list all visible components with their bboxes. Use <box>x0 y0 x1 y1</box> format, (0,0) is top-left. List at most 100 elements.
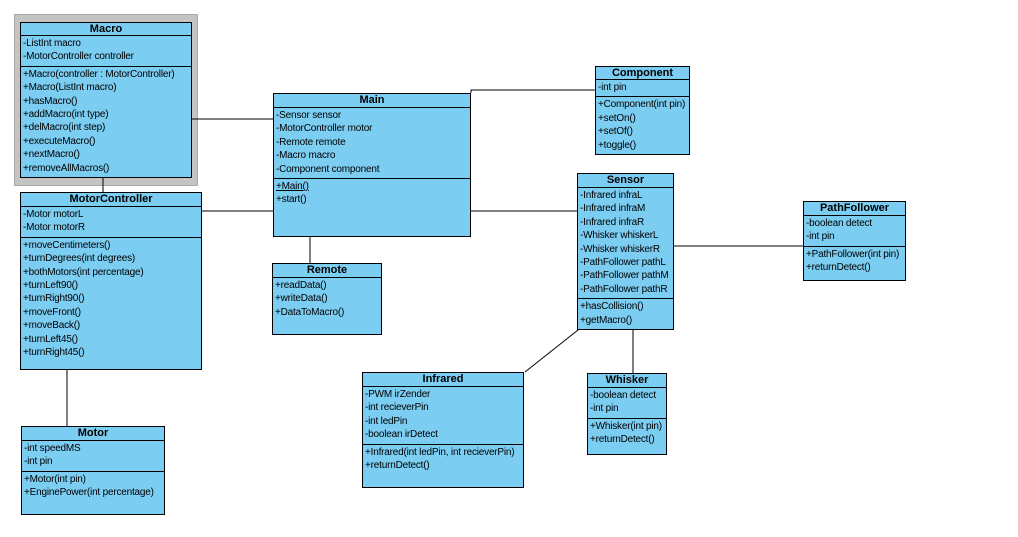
method-row: +moveBack() <box>23 320 80 332</box>
method-row: +removeAllMacros() <box>23 162 110 174</box>
attribute-row: -int speedMS <box>24 443 81 454</box>
method-row: +hasMacro() <box>23 95 78 107</box>
attribute-row: -int pin <box>806 231 835 243</box>
attribute-row: -int recieverPin <box>365 402 429 414</box>
method-row: +setOn() <box>598 112 636 124</box>
method-row: +returnDetect() <box>590 434 655 446</box>
attribute-row: -Infrared infraR <box>580 216 645 228</box>
attribute-row: -int pin <box>590 403 619 415</box>
class-title: Remote <box>273 264 381 278</box>
class-title: Sensor <box>578 174 673 188</box>
association-line-main-component[interactable] <box>470 89 595 93</box>
methods-compartment: +readData() +writeData()+DataToMacro() <box>273 278 381 334</box>
method-row: +bothMotors(int percentage) <box>23 266 144 278</box>
uml-class-motorcontroller[interactable]: MotorController-Motor motorL-Motor motor… <box>20 192 202 370</box>
methods-compartment: +Main()+start() <box>274 179 470 236</box>
method-row: +Motor(int pin) <box>24 473 86 485</box>
association-line-sensor-infrared[interactable] <box>524 329 579 373</box>
attributes-compartment: -Motor motorL -Motor motorR <box>21 207 201 238</box>
class-title: Motor <box>22 427 164 441</box>
attribute-row: -ListInt macro <box>23 37 81 49</box>
class-title: Infrared <box>363 373 523 387</box>
method-row: +writeData() <box>275 293 328 305</box>
class-title: Main <box>274 94 470 108</box>
attribute-row: -PathFollower pathL <box>580 256 666 268</box>
attribute-row: -Whisker whiskerR <box>580 243 660 255</box>
attribute-row: -Motor motorL <box>23 209 84 220</box>
attribute-row: -int pin <box>24 456 53 468</box>
attribute-row: -Motor motorR <box>23 222 85 234</box>
class-title: PathFollower <box>804 202 905 216</box>
methods-compartment: +Macro(controller : MotorController)+Mac… <box>21 67 191 177</box>
attribute-row: -boolean detect <box>590 390 656 401</box>
class-title: MotorController <box>21 193 201 207</box>
attributes-compartment: -boolean detect -int pin <box>588 388 666 419</box>
uml-class-motor[interactable]: Motor -int speedMS -int pin +Motor(int pin)… <box>21 426 165 515</box>
methods-compartment: +hasCollision()+getMacro() <box>578 299 673 329</box>
method-row: +getMacro() <box>580 314 632 326</box>
method-row: +Component(int pin) <box>598 99 686 111</box>
attribute-row: -PathFollower pathR <box>580 283 668 295</box>
method-row: +Macro(controller : MotorController) <box>23 68 175 80</box>
methods-compartment: +Motor(int pin) +EnginePower(int percenta… <box>22 472 164 514</box>
attribute-row: -int ledPin <box>365 415 408 427</box>
attribute-row: -PathFollower pathM <box>580 270 669 282</box>
uml-class-whisker[interactable]: Whisker -boolean detect -int pin +Whisker(i… <box>587 373 667 455</box>
attribute-row: -PWM irZender <box>365 389 431 400</box>
attribute-row: -Component component <box>276 163 380 175</box>
attributes-compartment: -boolean detect -int pin <box>804 216 905 247</box>
attributes-compartment: -int speedMS -int pin <box>22 441 164 472</box>
uml-class-main[interactable]: Main -Sensor sensor -MotorController motor… <box>273 93 471 237</box>
method-row: +Main() <box>276 181 309 193</box>
method-row: +hasCollision() <box>580 301 644 313</box>
method-row: +executeMacro() <box>23 135 96 147</box>
uml-class-pathfollower[interactable]: PathFollower -boolean detect -int pin +Path… <box>803 201 906 281</box>
method-row: +turnLeft90() <box>23 280 78 292</box>
attributes-compartment: -Infrared infraL-Infrared infraM-Infrare… <box>578 188 673 300</box>
attribute-row: -Remote remote <box>276 136 346 148</box>
attribute-row: -MotorController controller <box>23 51 134 63</box>
methods-compartment: +PathFollower(int pin) +returnDetect() <box>804 247 905 280</box>
methods-compartment: +Component(int pin)+setOn()+setOf()+togg… <box>596 97 689 154</box>
class-title: Macro <box>21 23 191 36</box>
method-row: +Infrared(int ledPin, int recieverPin) <box>365 446 515 458</box>
method-row: +turnRight45() <box>23 347 85 359</box>
attributes-compartment: -Sensor sensor -MotorController motor-Rem… <box>274 108 470 180</box>
method-row: +returnDetect() <box>806 262 871 274</box>
method-row: +PathFollower(int pin) <box>806 248 900 260</box>
method-row: +turnDegrees(int degrees) <box>23 253 136 265</box>
method-row: +setOf() <box>598 126 633 138</box>
methods-compartment: +Infrared(int ledPin, int recieverPin) +r… <box>363 445 523 487</box>
uml-class-macro[interactable]: Macro-ListInt macro -MotorController cont… <box>20 22 192 178</box>
method-row: +DataToMacro() <box>275 306 345 318</box>
attribute-row: -Sensor sensor <box>276 110 342 121</box>
method-row: +nextMacro() <box>23 149 80 161</box>
attribute-row: -Whisker whiskerL <box>580 230 659 242</box>
method-row: +EnginePower(int percentage) <box>24 487 154 499</box>
uml-class-sensor[interactable]: Sensor-Infrared infraL-Infrared infraM-I… <box>577 173 674 330</box>
method-row: +turnLeft45() <box>23 333 78 345</box>
methods-compartment: +Whisker(int pin)+returnDetect() <box>588 419 666 454</box>
attribute-row: -Infrared infraL <box>580 189 643 201</box>
attribute-row: -boolean detect <box>806 218 872 229</box>
method-row: +moveFront() <box>23 306 81 318</box>
method-row: +delMacro(int step) <box>23 122 106 134</box>
uml-class-remote[interactable]: Remote +readData() +writeData()+DataToMacr… <box>272 263 382 335</box>
method-row: +moveCentimeters() <box>23 239 111 251</box>
method-row: +turnRight90() <box>23 293 85 305</box>
methods-compartment: +moveCentimeters() +turnDegrees(int degre… <box>21 238 201 369</box>
attributes-compartment: -int pin <box>596 80 689 98</box>
attribute-row: -MotorController motor <box>276 123 373 135</box>
method-row: +start() <box>276 194 307 206</box>
method-row: +returnDetect() <box>365 460 430 472</box>
uml-class-infrared[interactable]: Infrared -PWM irZender -int recieverPin-in… <box>362 372 524 488</box>
uml-class-component[interactable]: Component-int pin+Component(int pin)+set… <box>595 66 690 155</box>
attribute-row: -Macro macro <box>276 150 336 162</box>
method-row: +readData() <box>275 280 327 291</box>
attribute-row: -boolean irDetect <box>365 429 438 441</box>
attributes-compartment: -ListInt macro -MotorController controlle… <box>21 36 191 67</box>
method-row: +addMacro(int type) <box>23 108 109 120</box>
class-title: Whisker <box>588 374 666 388</box>
